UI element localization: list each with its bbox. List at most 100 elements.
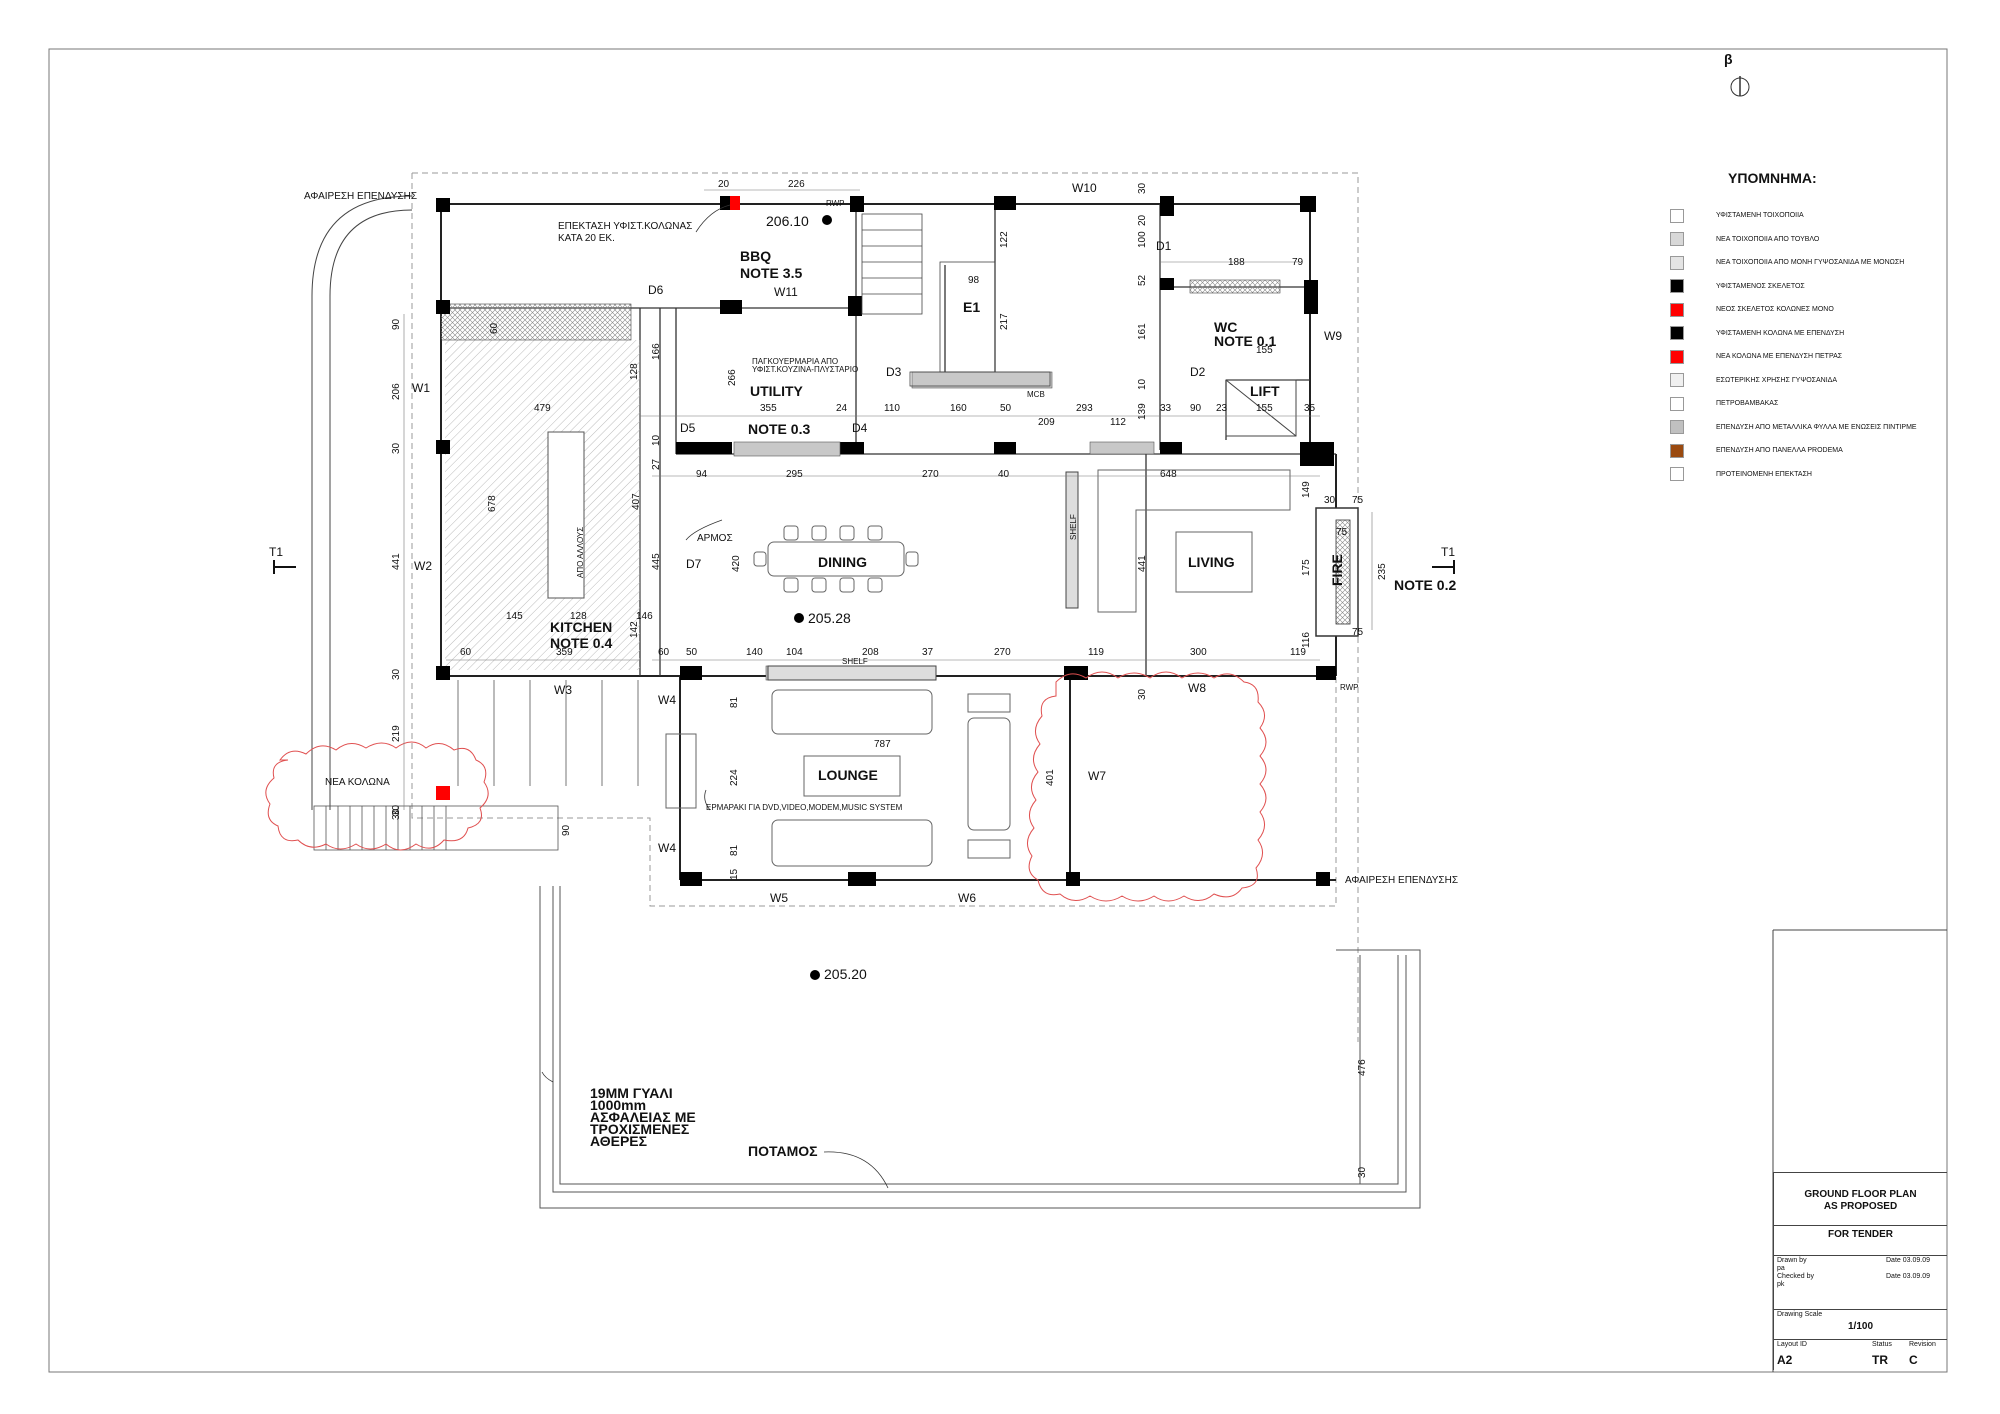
dim: 295 <box>786 469 803 480</box>
dim: 648 <box>1160 469 1177 480</box>
legend-item-label: ΥΦΙΣΤΑΜΕΝΗ ΚΟΛΩΝΑ ΜΕ ΕΠΕΝΔΥΣΗ <box>1716 329 1845 337</box>
window-w10: W10 <box>1072 181 1097 195</box>
room-label-fire: FIRE <box>1329 554 1345 586</box>
dim: 30 <box>1357 1166 1368 1178</box>
dim: 235 <box>1377 563 1388 580</box>
section-markers <box>273 560 1455 574</box>
dim: 37 <box>922 647 934 658</box>
legend-item: ΝΕΑ ΚΟΛΩΝΑ ΜΕ ΕΠΕΝΔΥΣΗ ΠΕΤΡΑΣ <box>1670 345 1970 369</box>
title-block: GROUND FLOOR PLAN AS PROPOSED FOR TENDER… <box>1773 1172 1947 1370</box>
room-label-lift: LIFT <box>1250 383 1280 399</box>
dim: 188 <box>1228 257 1245 268</box>
legend-swatch <box>1670 302 1684 317</box>
legend-swatch <box>1670 349 1684 364</box>
dim: 50 <box>686 647 698 658</box>
dim: 445 <box>651 553 662 570</box>
layout-id: A2 <box>1777 1353 1793 1367</box>
dim: 79 <box>1292 257 1304 268</box>
door-d7: D7 <box>686 557 702 571</box>
checked-by-label: Checked by <box>1777 1273 1814 1280</box>
joint-note: ΑΡΜΟΣ <box>697 533 733 544</box>
rwp-label-top: RWP <box>826 199 845 208</box>
window-w8: W8 <box>1188 681 1206 695</box>
shelf-label-dining: SHELF <box>842 657 868 666</box>
checked-by-value: pk <box>1777 1281 1785 1288</box>
new-column-note: ΝΕΑ ΚΟΛΩΝΑ <box>325 777 390 788</box>
room-label-bbq: BBQ <box>740 248 772 264</box>
dim: 40 <box>998 469 1010 480</box>
room-label-wc: WC <box>1214 319 1238 335</box>
dim: 20 <box>718 179 730 190</box>
dim: 270 <box>994 647 1011 658</box>
door-d5: D5 <box>680 421 696 435</box>
dim: 206 <box>391 383 402 400</box>
window-w11: W11 <box>774 285 798 299</box>
dim: 140 <box>746 647 763 658</box>
bbq-note: NOTE 3.5 <box>740 265 803 281</box>
glass-note-line4: ΤΡΟΧΙΣΜΕΝΕΣ <box>590 1121 690 1137</box>
room-label-dining: DINING <box>818 554 867 570</box>
dim: 161 <box>1137 323 1148 340</box>
dim: 90 <box>561 824 572 836</box>
door-d1: D1 <box>1156 239 1172 253</box>
dim: 10 <box>1137 378 1148 390</box>
revision-clouds <box>265 671 1267 902</box>
dim: 94 <box>696 469 708 480</box>
window-w6: W6 <box>958 891 976 905</box>
terrace-outline <box>539 886 1421 1209</box>
legend-swatch <box>1670 279 1684 294</box>
dim: 208 <box>862 647 879 658</box>
dim: 30 <box>1137 688 1148 700</box>
room-label-living: LIVING <box>1188 554 1235 570</box>
dim: 270 <box>922 469 939 480</box>
dim: 35 <box>1304 403 1316 414</box>
leader-arrows <box>541 204 889 1189</box>
legend-item: ΝΕΑ ΤΟΙΧΟΠΟΙΙΑ ΑΠΟ ΤΟΥΒΛΟ <box>1670 228 1970 252</box>
door-d6: D6 <box>648 283 664 297</box>
legend-swatch <box>1670 208 1684 223</box>
dim: 122 <box>999 231 1010 248</box>
north-label: β <box>1724 51 1733 67</box>
dim: 146 <box>636 611 653 622</box>
room-label-kitchen: KITCHEN <box>550 619 613 635</box>
dim: 112 <box>1110 417 1126 428</box>
island-label: ΑΠΟ ΑΛΛΟΥΣ <box>576 526 585 578</box>
dim: 226 <box>788 179 805 190</box>
extension-outline <box>411 172 1359 1042</box>
dimension-lines <box>403 189 1373 810</box>
kitchen-note: NOTE 0.4 <box>550 635 613 651</box>
left-steps <box>313 680 639 851</box>
dim: 128 <box>570 611 587 622</box>
dim: 155 <box>1256 403 1273 414</box>
fireplace-inner <box>1335 519 1351 625</box>
dim: 60 <box>658 647 670 658</box>
drawn-by-label: Drawn by <box>1777 1257 1807 1264</box>
window-w5: W5 <box>770 891 788 905</box>
av-cabinet-note: ΕΡΜΑΡΑΚΙ ΓΙΑ DVD,VIDEO,MODEM,MUSIC SYSTE… <box>706 803 903 812</box>
dim: 75 <box>1352 627 1364 638</box>
removal-cladding-top: ΑΦΑΙΡΕΣΗ ΕΠΕΝΔΥΣΗΣ <box>304 191 418 202</box>
glass-note-line5: ΑΘΕΡΕΣ <box>590 1133 648 1149</box>
title-line2: AS PROPOSED <box>1823 1201 1898 1212</box>
legend-item-label: ΥΦΙΣΤΑΜΕΝΟΣ ΣΚΕΛΕΤΟΣ <box>1716 282 1805 290</box>
legend-item: ΥΦΙΣΤΑΜΕΝΗ ΤΟΙΧΟΠΟΙΙΑ <box>1670 204 1970 228</box>
dim: 300 <box>1190 647 1207 658</box>
date-drawn: Date 03.09.09 <box>1886 1257 1930 1264</box>
legend-item-label: ΝΕΟΣ ΣΚΕΛΕΤΟΣ ΚΟΛΩΝΕΣ ΜΟΝΟ <box>1716 306 1834 314</box>
dim: 27 <box>651 458 662 470</box>
room-label-lounge: LOUNGE <box>818 767 878 783</box>
tb-divider <box>1774 1255 1947 1256</box>
legend-item: ΥΦΙΣΤΑΜΕΝΗ ΚΟΛΩΝΑ ΜΕ ΕΠΕΝΔΥΣΗ <box>1670 322 1970 346</box>
kitchen-floor-hatch <box>445 340 640 670</box>
dim: 160 <box>950 403 967 414</box>
dim: 75 <box>1336 527 1348 538</box>
legend-item: ΕΣΩΤΕΡΙΚΗΣ ΧΡΗΣΗΣ ΓΥΨΟΣΑΝΙΔΑ <box>1670 369 1970 393</box>
legend-item-label: ΕΠΕΝΔΥΣΗ ΑΠΟ ΜΕΤΑΛΛΙΚΑ ΦΥΛΛΑ ΜΕ ΕΝΩΣΕΙΣ … <box>1716 423 1917 431</box>
legend-swatch <box>1670 373 1684 388</box>
rwp-label-right: RWP <box>1340 683 1359 692</box>
access-ramp <box>311 195 413 810</box>
dim: 401 <box>1045 769 1056 786</box>
